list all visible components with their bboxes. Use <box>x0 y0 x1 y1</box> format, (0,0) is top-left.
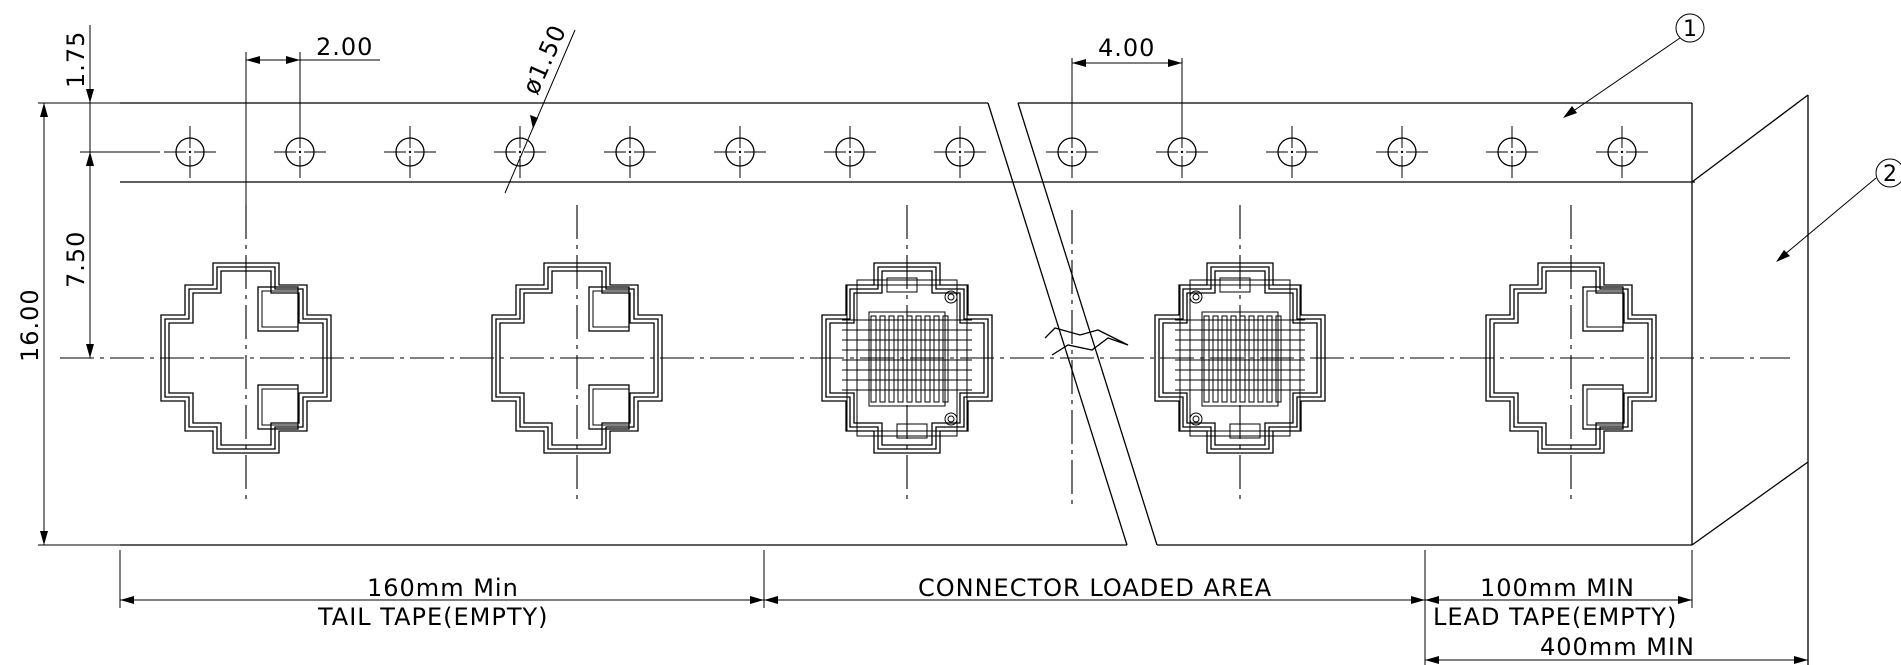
pocket-empty <box>491 205 663 505</box>
sprocket-hole <box>1046 126 1098 178</box>
dim-hole-diameter-label: ø1.50 <box>517 20 572 98</box>
pockets <box>160 205 1657 505</box>
loaded-area-label: CONNECTOR LOADED AREA <box>918 574 1272 602</box>
dim-edge-to-hole: 1.75 <box>62 25 160 166</box>
break-symbol <box>1044 327 1129 356</box>
dim-lead-tape: 100mm MIN LEAD TAPE(EMPTY) <box>1425 550 1693 631</box>
sprocket-hole <box>274 126 326 178</box>
sprocket-hole <box>1156 126 1208 178</box>
dim-pitch-label: 4.00 <box>1098 34 1155 62</box>
total-lead-label: 400mm MIN <box>1540 633 1695 661</box>
sprocket-hole <box>164 126 216 178</box>
dim-tape-width: 16.00 <box>16 102 120 546</box>
sprocket-hole <box>384 126 436 178</box>
dim-pitch: 4.00 <box>1071 34 1183 130</box>
sprocket-holes <box>90 126 1648 178</box>
tail-name-label: TAIL TAPE(EMPTY) <box>317 603 549 631</box>
callout-2-label: 2 <box>1883 162 1897 187</box>
dim-tape-width-label: 16.00 <box>16 288 44 362</box>
dim-hole-diameter: ø1.50 <box>504 20 576 194</box>
tape-outline-left <box>120 102 1695 546</box>
pocket-loaded <box>821 205 993 505</box>
connector-body <box>842 277 972 439</box>
sprocket-hole <box>1486 126 1538 178</box>
tail-length-label: 160mm Min <box>367 574 519 602</box>
sprocket-hole <box>934 126 986 178</box>
pocket-empty <box>1485 205 1657 505</box>
callout-1-label: 1 <box>1683 17 1697 42</box>
dim-total-lead: 400mm MIN <box>1425 633 1808 664</box>
dim-hole-to-centerline-label: 7.50 <box>62 231 90 288</box>
pocket-empty <box>160 205 332 505</box>
dim-hole-to-pocket: 2.00 <box>245 33 380 205</box>
callout-2: 2 <box>1776 158 1901 262</box>
dim-hole-to-centerline: 7.50 <box>62 152 94 358</box>
sprocket-hole <box>1376 126 1428 178</box>
sprocket-hole <box>714 126 766 178</box>
sprocket-hole <box>824 126 876 178</box>
dim-hole-to-pocket-label: 2.00 <box>316 33 373 61</box>
sprocket-hole <box>494 126 546 178</box>
connector-body <box>1175 277 1305 439</box>
pocket-loaded <box>1154 205 1326 505</box>
sprocket-hole <box>604 126 656 178</box>
dim-loaded-area: CONNECTOR LOADED AREA <box>764 550 1426 665</box>
dim-edge-to-hole-label: 1.75 <box>62 31 90 88</box>
tape-outline-right <box>1018 94 1809 665</box>
callout-1: 1 <box>1563 13 1705 118</box>
lead-length-label: 100mm MIN <box>1480 574 1635 602</box>
dim-tail-tape: 160mm Min TAIL TAPE(EMPTY) <box>119 550 765 631</box>
sprocket-hole <box>1596 126 1648 178</box>
lead-name-label: LEAD TAPE(EMPTY) <box>1433 603 1677 631</box>
sprocket-hole <box>1266 126 1318 178</box>
